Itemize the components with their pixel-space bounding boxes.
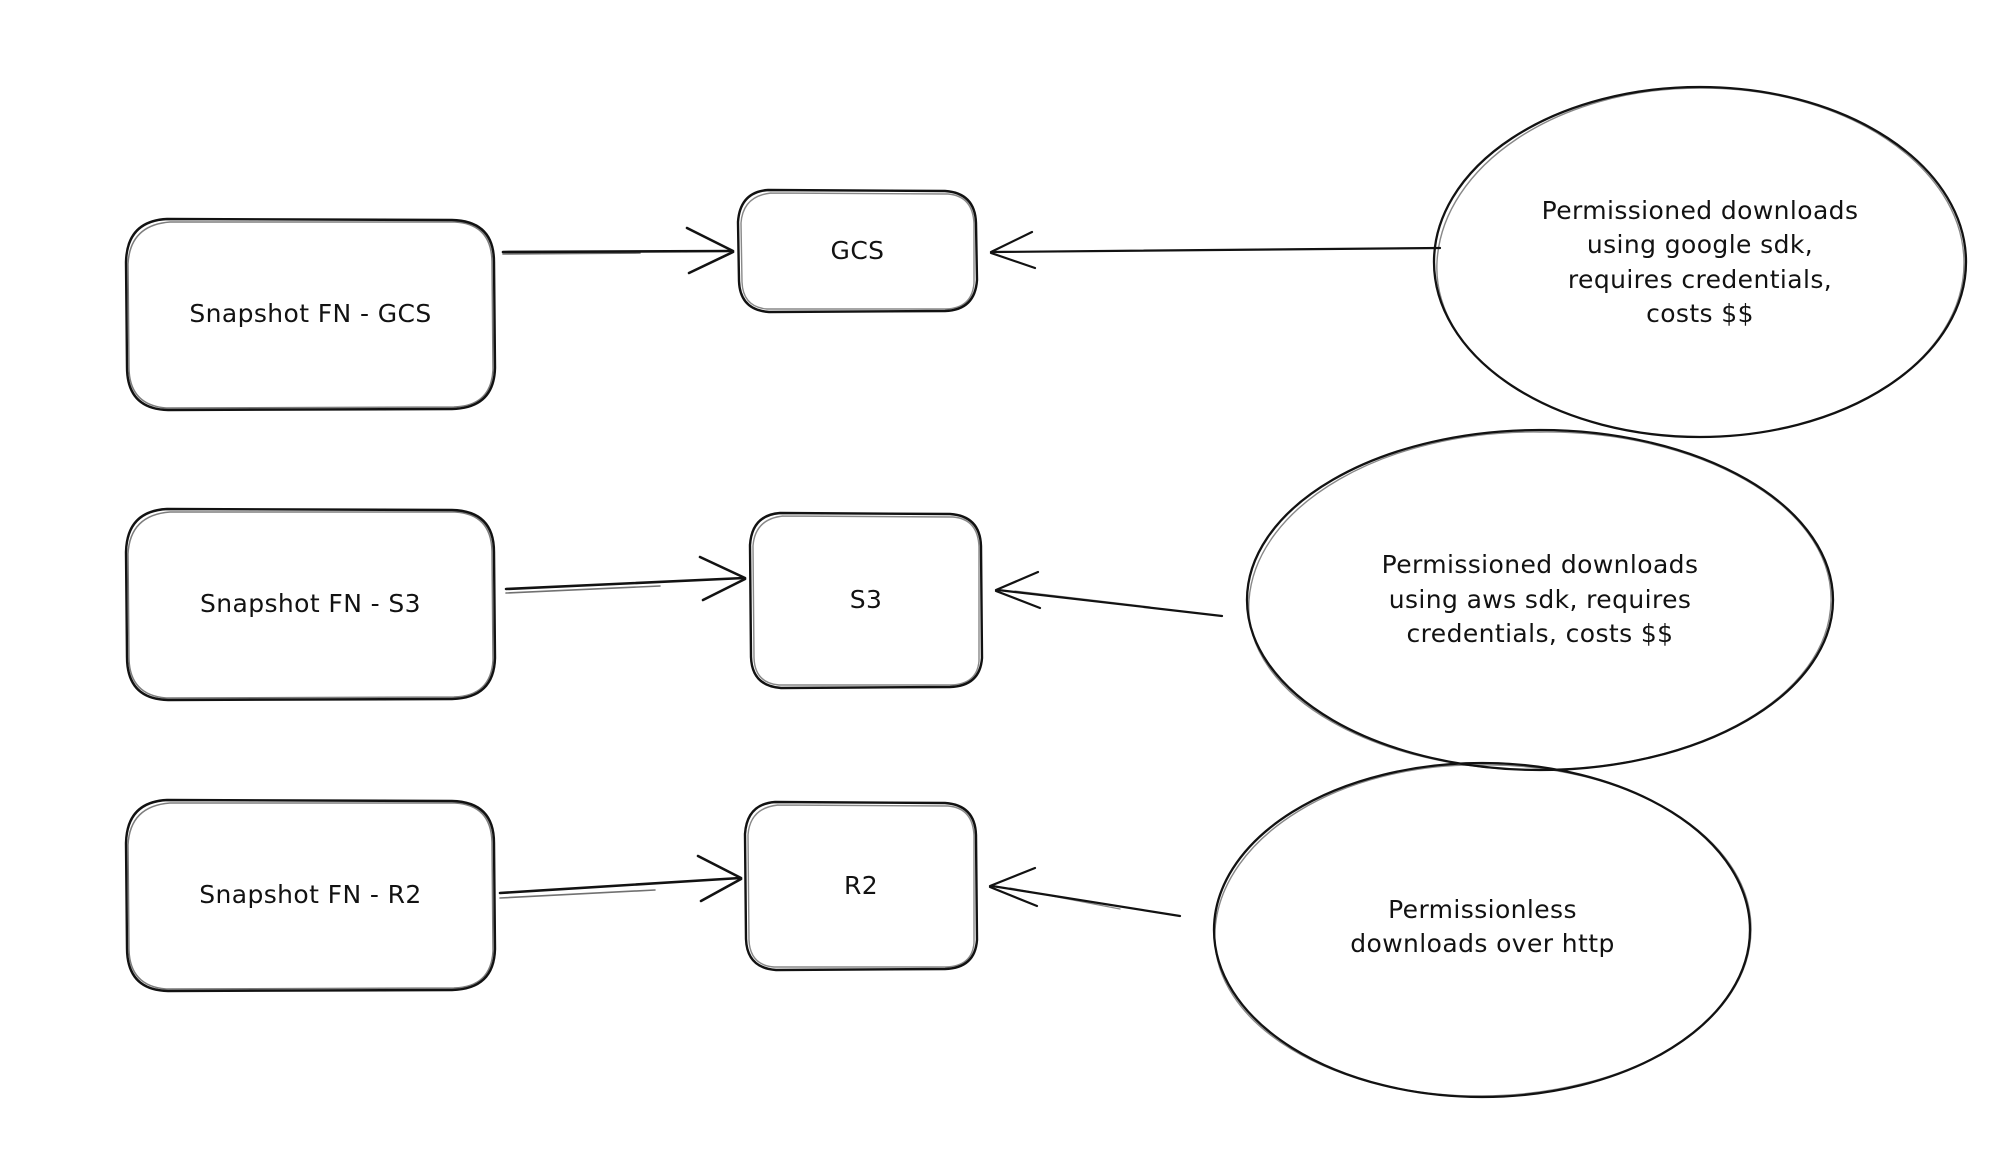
arrow-fn-gcs-to-gcs <box>501 226 735 275</box>
arrow-note-s3-to-s3 <box>994 570 1224 618</box>
shape-note-s3 <box>1245 428 1835 772</box>
node-note-r2[interactable] <box>1214 763 1752 1097</box>
arrow-fn-r2-to-r2 <box>498 854 743 903</box>
shape-gcs <box>736 188 979 314</box>
arrow-fn-s3-to-s3 <box>504 555 747 602</box>
shape-snapshot-fn-gcs <box>124 217 497 412</box>
node-snapshot-fn-r2[interactable] <box>126 800 495 991</box>
node-snapshot-fn-s3[interactable] <box>126 509 495 700</box>
node-gcs[interactable] <box>738 190 977 312</box>
edge-note-gcs-to-gcs[interactable] <box>988 230 1443 275</box>
edge-note-s3-to-s3[interactable] <box>993 568 1225 620</box>
edge-fn-r2-to-r2[interactable] <box>497 854 744 904</box>
node-snapshot-fn-gcs[interactable] <box>126 219 495 410</box>
node-note-gcs[interactable] <box>1434 87 1966 437</box>
shape-note-gcs <box>1432 85 1968 439</box>
node-r2[interactable] <box>745 802 977 970</box>
edge-fn-s3-to-s3[interactable] <box>503 556 748 604</box>
shape-s3 <box>748 511 984 690</box>
arrow-note-r2-to-r2 <box>988 866 1182 918</box>
edge-note-r2-to-r2[interactable] <box>987 864 1183 920</box>
shape-r2 <box>743 800 979 972</box>
arrow-note-gcs-to-gcs <box>989 230 1442 270</box>
node-s3[interactable] <box>750 513 982 688</box>
node-note-s3[interactable] <box>1247 430 1833 770</box>
shape-snapshot-fn-r2 <box>124 798 497 993</box>
edge-fn-gcs-to-gcs[interactable] <box>500 230 735 275</box>
shape-note-r2 <box>1212 761 1752 1099</box>
shape-snapshot-fn-s3 <box>124 507 497 702</box>
